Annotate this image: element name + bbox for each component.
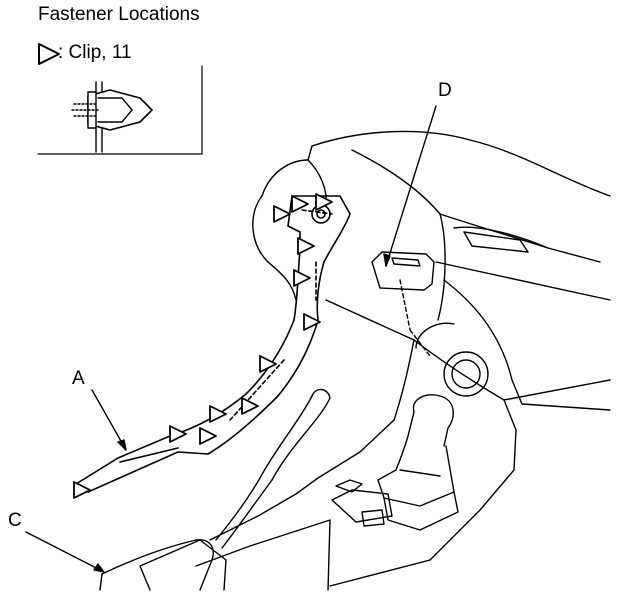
clip-marker-icon (315, 193, 333, 211)
armrest-c (99, 539, 214, 591)
clip-marker-icon (209, 405, 227, 423)
clip-markers (73, 193, 333, 499)
vent-inner (451, 359, 481, 389)
vent-outer (443, 351, 489, 397)
trim-panel-a (75, 195, 351, 493)
legend-triangle-icon (38, 43, 60, 65)
clip-detail-inset (37, 65, 203, 155)
clip-marker-icon (199, 427, 217, 445)
leader-d (385, 105, 437, 267)
callout-c: C (8, 510, 22, 531)
clip-marker-icon (273, 205, 291, 223)
clip-marker-icon (169, 425, 187, 443)
clip-marker-icon (291, 195, 309, 213)
clip-marker-icon (297, 237, 315, 255)
gear-shifter (377, 394, 459, 531)
clip-marker-icon (293, 269, 311, 287)
clip-marker-icon (73, 481, 91, 499)
callout-d: D (438, 80, 452, 101)
clip-marker-icon (259, 355, 277, 373)
leader-c (25, 531, 105, 573)
clip-marker-icon (303, 313, 321, 331)
panel-d-bracket (371, 251, 435, 357)
diagram-title: Fastener Locations (38, 4, 200, 25)
callout-a: A (72, 368, 85, 389)
dashboard (252, 130, 611, 411)
legend-text: : Clip, 11 (58, 42, 132, 63)
side-handle (215, 388, 331, 549)
center-console (139, 299, 517, 591)
leader-a (91, 389, 127, 451)
clip-marker-icon (241, 397, 259, 415)
leader-lines (25, 105, 437, 573)
